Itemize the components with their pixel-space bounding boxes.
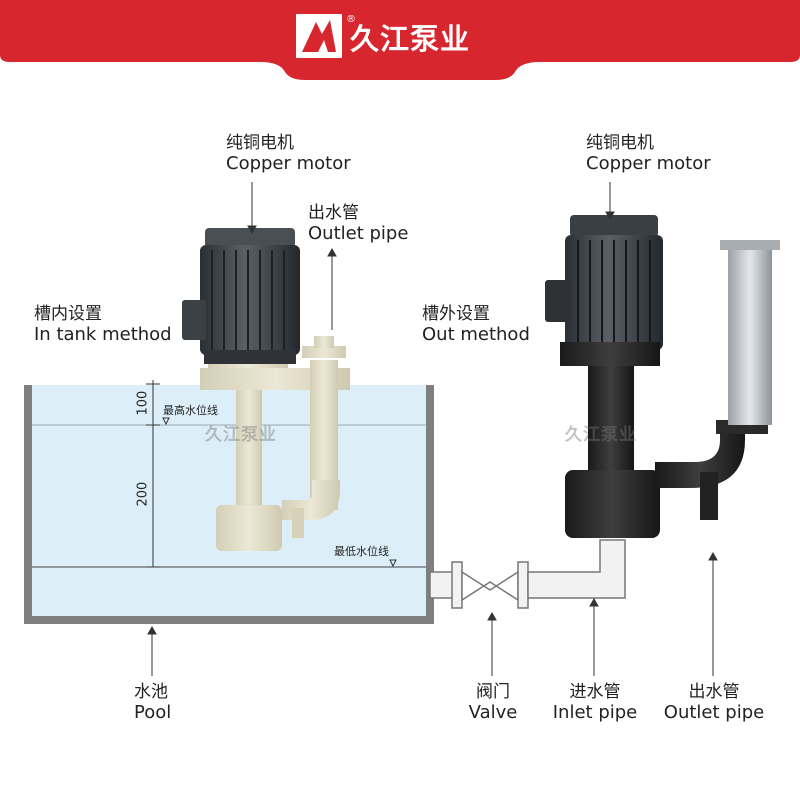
label-in-tank-en: In tank method <box>34 323 172 345</box>
left-copper-motor <box>182 228 300 364</box>
label-outlet-bottom-zh: 出水管 <box>688 682 740 702</box>
label-outlet-bottom: 出水管 Outlet pipe <box>654 682 774 723</box>
label-out-method-zh: 槽外设置 <box>422 304 490 324</box>
pool-water <box>28 385 430 620</box>
inlet-pipe-assembly <box>429 539 626 609</box>
label-out-method-en: Out method <box>422 323 530 345</box>
label-outlet-top-zh: 出水管 <box>308 203 359 223</box>
header-banner <box>0 0 800 80</box>
pool-wall <box>24 385 434 624</box>
out-method-pump <box>545 215 768 538</box>
label-in-tank: 槽内设置 In tank method <box>34 304 172 345</box>
brand-name: 久江泵业 <box>350 22 471 56</box>
dimension-100: 100 <box>135 390 151 416</box>
label-valve-zh: 阀门 <box>476 682 510 702</box>
brand: 久江泵业 ® <box>346 12 550 62</box>
registered-mark: ® <box>346 14 356 25</box>
label-motor-right-zh: 纯铜电机 <box>586 133 654 153</box>
watermark-right: 久江泵业 <box>565 425 637 445</box>
label-motor-right-en: Copper motor <box>586 152 711 174</box>
label-in-tank-zh: 槽内设置 <box>34 304 102 324</box>
level-marker-icon <box>389 559 397 568</box>
label-outlet-bottom-en: Outlet pipe <box>663 701 765 723</box>
label-pool-zh: 水池 <box>134 682 168 702</box>
brand-logo-icon <box>296 14 342 58</box>
leader-lines <box>147 182 718 676</box>
label-outlet-top: 出水管 Outlet pipe <box>308 203 409 244</box>
label-inlet: 进水管 Inlet pipe <box>540 682 650 723</box>
label-motor-right: 纯铜电机 Copper motor <box>586 133 711 174</box>
highest-water-level-label: 最高水位线 <box>163 404 218 417</box>
watermark-left: 久江泵业 <box>205 425 277 445</box>
label-inlet-zh: 进水管 <box>569 682 621 702</box>
level-marker-icon <box>162 417 170 426</box>
label-inlet-en: Inlet pipe <box>552 701 638 723</box>
lowest-water-level-label: 最低水位线 <box>334 545 389 558</box>
dimension-200: 200 <box>135 481 151 507</box>
label-motor-left-en: Copper motor <box>226 152 351 174</box>
label-motor-left-zh: 纯铜电机 <box>226 133 294 153</box>
label-valve-en: Valve <box>468 701 518 723</box>
label-pool-en: Pool <box>134 701 172 723</box>
label-motor-left: 纯铜电机 Copper motor <box>226 133 351 174</box>
label-pool: 水池 Pool <box>134 682 172 723</box>
label-out-method: 槽外设置 Out method <box>422 304 530 345</box>
label-outlet-top-en: Outlet pipe <box>308 222 409 244</box>
label-valve: 阀门 Valve <box>458 682 528 723</box>
steel-outlet-pipe <box>720 240 780 425</box>
